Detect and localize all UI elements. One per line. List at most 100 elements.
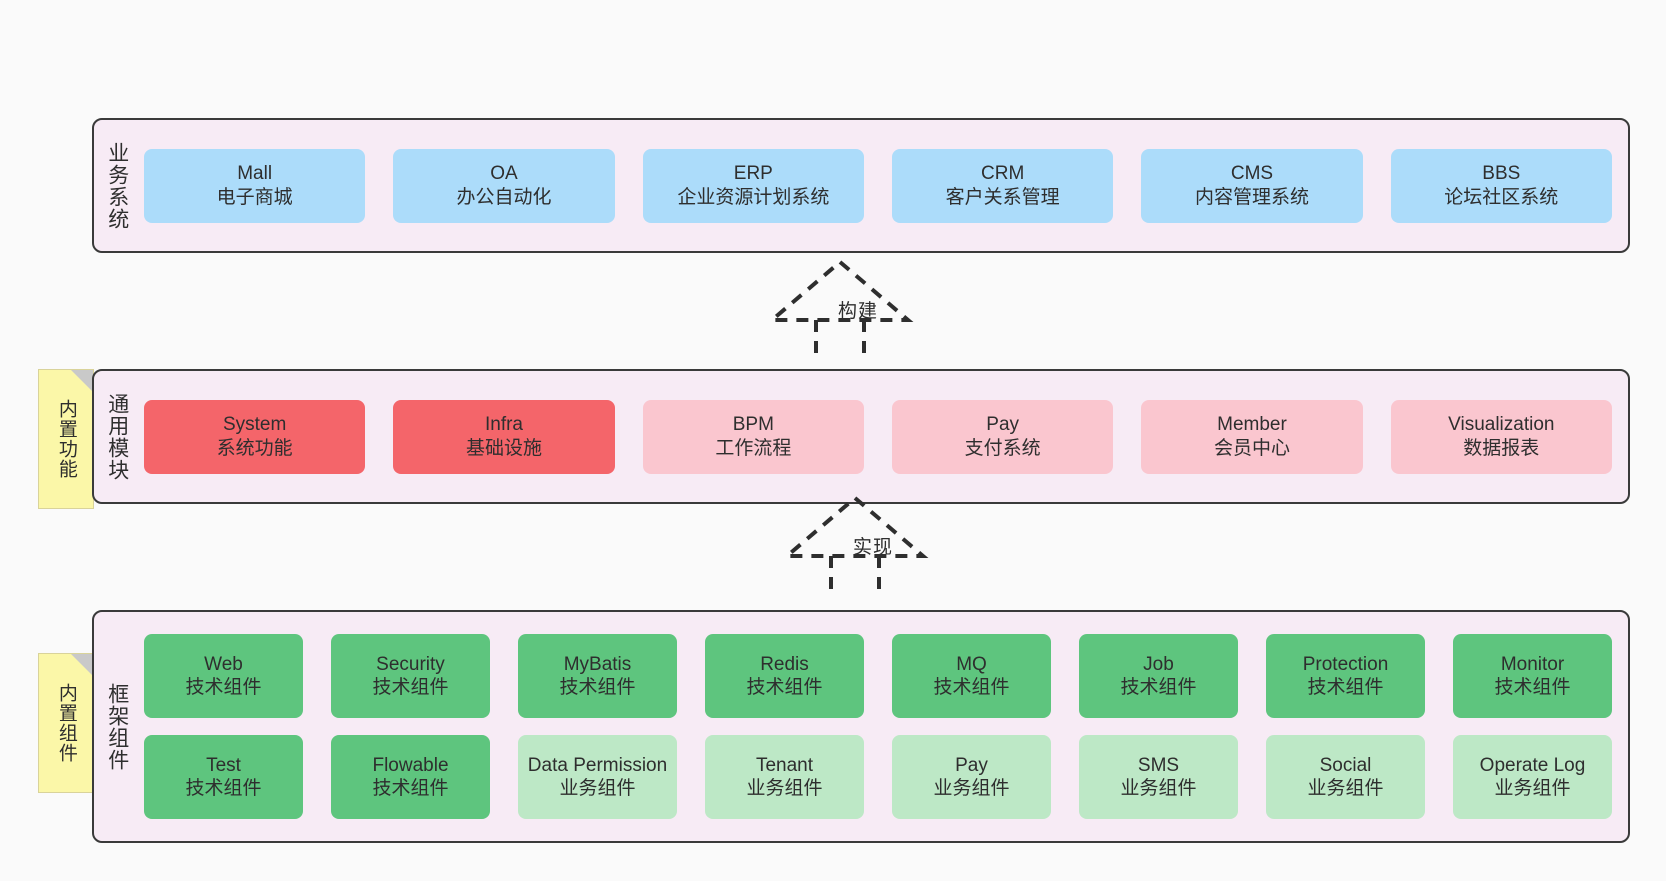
node-title-en: Pay (986, 414, 1020, 436)
layer-framework-component[interactable]: 框架组件 Web 技术组件 Security 技术组件 MyBatis 技术组件… (92, 610, 1630, 843)
node-title-en: Redis (760, 653, 809, 675)
node-title-cn: 业务组件 (1120, 778, 1197, 799)
node-member[interactable]: Member 会员中心 (1141, 399, 1363, 474)
node-title-en: System (222, 414, 287, 436)
node-title-cn: 技术组件 (372, 778, 449, 799)
node-title-cn: 电子商城 (216, 186, 293, 208)
node-mall[interactable]: Mall 电子商城 (144, 148, 366, 223)
node-title-cn: 办公自动化 (456, 186, 552, 208)
layer-body-framework-component: Web 技术组件 Security 技术组件 MyBatis 技术组件 Redi… (140, 612, 1628, 841)
node-infra[interactable]: Infra 基础设施 (393, 399, 615, 474)
node-mybatis[interactable]: MyBatis 技术组件 (518, 634, 677, 718)
node-sms[interactable]: SMS 业务组件 (1079, 735, 1238, 819)
node-title-cn: 支付系统 (964, 437, 1041, 459)
node-title-en: Job (1143, 653, 1174, 675)
node-title-cn: 系统功能 (216, 437, 293, 459)
layer-title-common-module: 通用模块 (105, 392, 129, 481)
layer-business-system[interactable]: 业务系统 Mall 电子商城 OA 办公自动化 ERP 企业资源计划系统 CRM (92, 118, 1630, 253)
node-redis[interactable]: Redis 技术组件 (705, 634, 864, 718)
node-title-cn: 技术组件 (933, 677, 1010, 698)
node-job[interactable]: Job 技术组件 (1079, 634, 1238, 718)
node-title-en: CRM (981, 163, 1025, 185)
node-bpm[interactable]: BPM 工作流程 (642, 399, 864, 474)
node-title-cn: 技术组件 (185, 677, 262, 698)
node-title-cn: 业务组件 (1307, 778, 1384, 799)
node-title-en: Infra (484, 414, 523, 436)
node-system[interactable]: System 系统功能 (144, 399, 366, 474)
node-title-cn: 工作流程 (715, 437, 792, 459)
sticky-note-label: 内置功能 (55, 399, 77, 479)
node-monitor[interactable]: Monitor 技术组件 (1453, 634, 1612, 718)
node-title-cn: 业务组件 (1494, 778, 1571, 799)
node-title-cn: 业务组件 (746, 778, 823, 799)
node-title-en: BPM (732, 414, 774, 436)
node-title-en: Member (1217, 414, 1287, 436)
node-title-cn: 客户关系管理 (945, 186, 1060, 208)
node-title-en: Tenant (755, 754, 814, 776)
connector-label-implement: 实现 (853, 537, 894, 558)
node-tenant[interactable]: Tenant 业务组件 (705, 735, 864, 819)
node-title-cn: 技术组件 (746, 677, 823, 698)
node-bbs[interactable]: BBS 论坛社区系统 (1390, 148, 1612, 223)
node-pay-component[interactable]: Pay 业务组件 (892, 735, 1051, 819)
layer-row: Mall 电子商城 OA 办公自动化 ERP 企业资源计划系统 CRM 客户关系… (144, 148, 1612, 223)
node-data-permission[interactable]: Data Permission 业务组件 (518, 735, 677, 819)
dashed-generalization-arrow-icon (766, 259, 914, 356)
layer-row: Test 技术组件 Flowable 技术组件 Data Permission … (144, 735, 1612, 819)
node-title-en: Monitor (1500, 653, 1565, 675)
node-title-cn: 技术组件 (559, 677, 636, 698)
node-title-en: ERP (733, 163, 773, 185)
node-title-cn: 内容管理系统 (1194, 186, 1309, 208)
connector-build: 构建 (760, 256, 940, 356)
node-operate-log[interactable]: Operate Log 业务组件 (1453, 735, 1612, 819)
node-erp[interactable]: ERP 企业资源计划系统 (642, 148, 864, 223)
node-title-cn: 会员中心 (1213, 437, 1290, 459)
node-security[interactable]: Security 技术组件 (331, 634, 490, 718)
layer-common-module[interactable]: 通用模块 System 系统功能 Infra 基础设施 BPM 工作流程 Pay (92, 369, 1630, 504)
node-title-en: OA (490, 163, 518, 185)
sticky-note-builtin-components[interactable]: 内置组件 (38, 653, 94, 793)
node-flowable[interactable]: Flowable 技术组件 (331, 735, 490, 819)
node-title-cn: 企业资源计划系统 (677, 186, 830, 208)
node-title-en: Pay (955, 754, 988, 776)
node-title-en: MyBatis (563, 653, 632, 675)
node-cms[interactable]: CMS 内容管理系统 (1141, 148, 1363, 223)
node-title-en: Visualization (1448, 414, 1555, 436)
layer-title-framework-component: 框架组件 (105, 682, 129, 771)
node-title-en: CMS (1230, 163, 1274, 185)
node-title-cn: 技术组件 (372, 677, 449, 698)
node-title-en: MQ (956, 653, 987, 675)
node-title-cn: 业务组件 (559, 778, 636, 799)
node-social[interactable]: Social 业务组件 (1266, 735, 1425, 819)
connector-label-build: 构建 (838, 301, 879, 322)
node-title-en: Data Permission (527, 754, 668, 776)
node-crm[interactable]: CRM 客户关系管理 (891, 148, 1114, 223)
node-visualization[interactable]: Visualization 数据报表 (1390, 399, 1612, 474)
layer-row: Web 技术组件 Security 技术组件 MyBatis 技术组件 Redi… (144, 634, 1612, 718)
node-title-en: BBS (1482, 163, 1521, 185)
node-web[interactable]: Web 技术组件 (144, 634, 303, 718)
node-title-cn: 技术组件 (1307, 677, 1384, 698)
node-title-en: Social (1319, 754, 1372, 776)
node-title-cn: 技术组件 (185, 778, 262, 799)
node-title-cn: 论坛社区系统 (1444, 186, 1559, 208)
connector-implement: 实现 (775, 492, 955, 592)
node-title-en: Test (206, 754, 241, 776)
node-mq[interactable]: MQ 技术组件 (892, 634, 1051, 718)
layer-title-business-system: 业务系统 (105, 141, 129, 230)
layer-row: System 系统功能 Infra 基础设施 BPM 工作流程 Pay 支付系统… (144, 399, 1612, 474)
node-title-en: SMS (1137, 754, 1180, 776)
node-pay[interactable]: Pay 支付系统 (891, 399, 1114, 474)
layer-body-business-system: Mall 电子商城 OA 办公自动化 ERP 企业资源计划系统 CRM 客户关系… (140, 120, 1628, 251)
sticky-fold-corner-icon (71, 654, 93, 676)
sticky-note-label: 内置组件 (55, 683, 77, 763)
node-title-en: Security (376, 653, 445, 675)
sticky-note-builtin-features[interactable]: 内置功能 (38, 369, 94, 509)
node-test[interactable]: Test 技术组件 (144, 735, 303, 819)
sticky-fold-corner-icon (71, 370, 93, 392)
node-title-en: Flowable (372, 754, 449, 776)
node-title-en: Operate Log (1479, 754, 1586, 776)
node-oa[interactable]: OA 办公自动化 (393, 148, 615, 223)
node-protection[interactable]: Protection 技术组件 (1266, 634, 1425, 718)
